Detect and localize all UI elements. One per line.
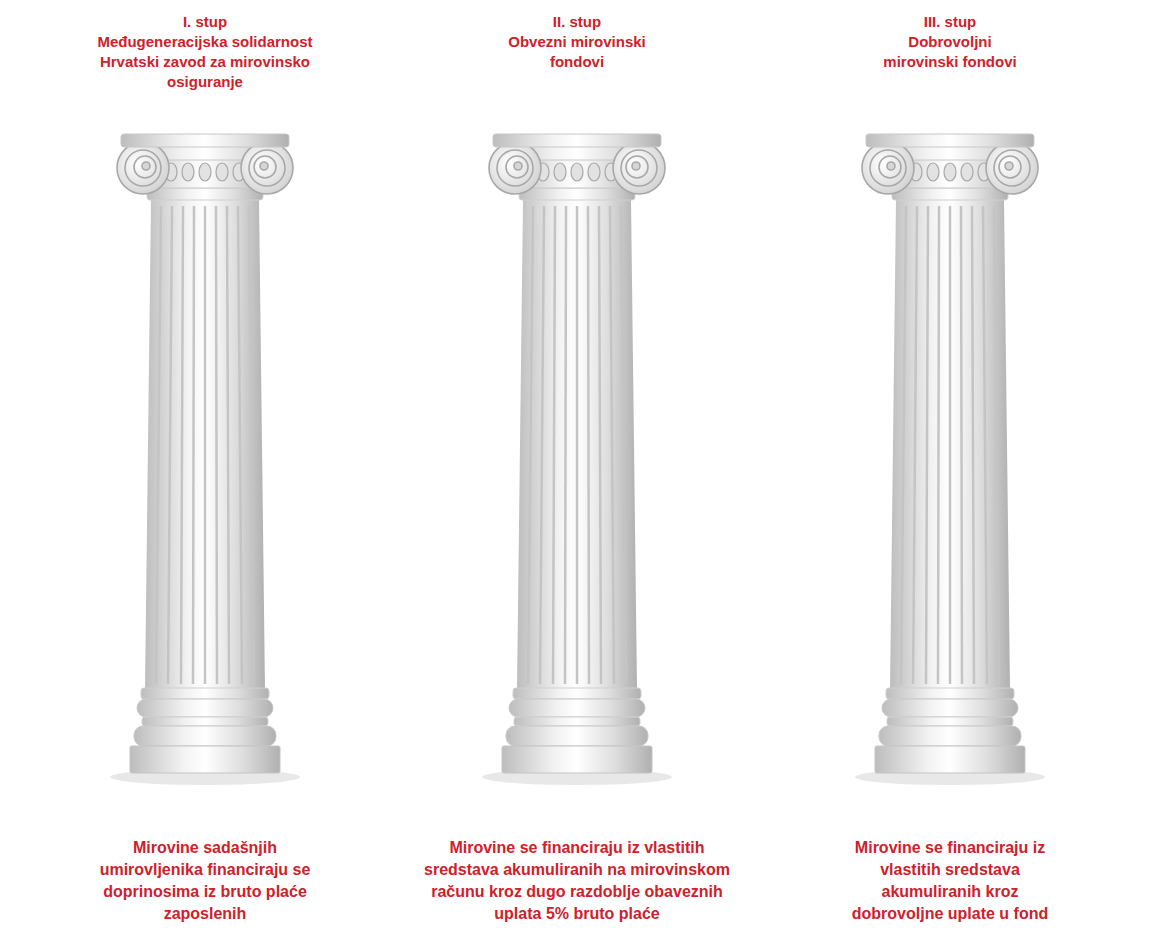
ionic-column xyxy=(110,134,300,785)
pillar-number: II. stup xyxy=(497,12,657,32)
pillar-title: Međugeneracijska solidarnost Hrvatski za… xyxy=(83,32,328,92)
pillar-description: Mirovine se financiraju iz vlastitih sre… xyxy=(843,837,1058,925)
pillar-node: III. stupDobrovoljni mirovinski fondoviM… xyxy=(775,0,1125,937)
pillar-description: Mirovine sadašnjih umirovljenika financi… xyxy=(91,837,319,925)
pillar-number: III. stup xyxy=(870,12,1030,32)
pillar-description: Mirovine se financiraju iz vlastitih sre… xyxy=(415,837,740,925)
pillar-node: I. stupMeđugeneracijska solidarnost Hrva… xyxy=(30,0,380,937)
pillar-node: II. stupObvezni mirovinski fondoviMirovi… xyxy=(402,0,752,937)
ionic-column xyxy=(482,134,672,785)
pillar-title: Dobrovoljni mirovinski fondovi xyxy=(870,32,1030,72)
pillar-number: I. stup xyxy=(83,12,328,32)
ionic-column xyxy=(855,134,1045,785)
pillar-title: Obvezni mirovinski fondovi xyxy=(497,32,657,72)
